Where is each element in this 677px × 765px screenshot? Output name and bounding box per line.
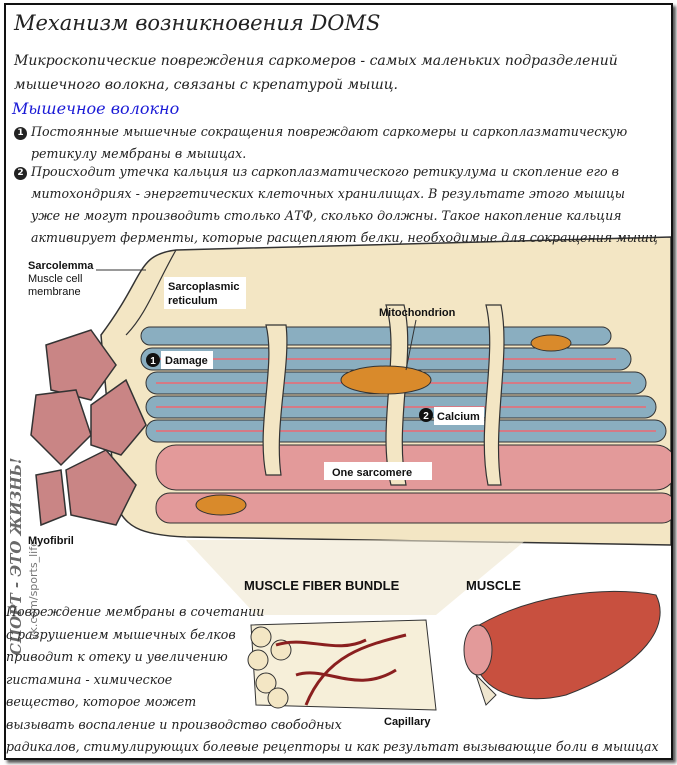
conclusion-line: приводит к отеку и увеличению: [6, 649, 228, 664]
watermark-line1: СПОРТ - ЭТО ЖИЗНЬ!: [7, 458, 25, 655]
capillary-label: Capillary: [384, 716, 431, 728]
mitochondria: [195, 334, 572, 516]
number-badge: 2: [14, 167, 27, 180]
conclusion-line: гистамина - химическое: [6, 671, 173, 687]
bundle-title: MUSCLE FIBER BUNDLE: [244, 578, 400, 593]
sarcoplasmic-reticulum: [262, 304, 505, 486]
item-line: 2 Происходит утечка кальция из саркоплазм…: [14, 161, 671, 183]
item-line: 1 Постоянные мышечные сокращения поврежда…: [14, 121, 671, 143]
damage-label: Damage: [165, 355, 208, 367]
damage-box: [161, 351, 213, 369]
section-subtitle: Мышечное волокно: [12, 99, 180, 118]
reticulum-label: reticulum: [168, 295, 218, 307]
sarcomere-box: [324, 462, 432, 480]
number-badge: 1: [14, 127, 27, 140]
muscle-cell-label: Muscle cell: [28, 273, 82, 285]
item-line: активирует ферменты, которые расщепляют …: [31, 230, 658, 245]
myofibril-label: Myofibril: [28, 535, 74, 547]
membrane-fold: [125, 249, 177, 336]
conclusion-line: вещество, которое может: [6, 694, 197, 709]
item-line: ретикулу мембраны в мышцах.: [31, 146, 247, 161]
calcium-marker: [419, 408, 433, 422]
sarcolemma-label: Sarcolemma: [28, 260, 94, 272]
calcium-label: Calcium: [437, 411, 480, 423]
muscle-illustration: [463, 590, 661, 706]
myofibril-end-faces: [30, 329, 147, 527]
item-text: Постоянные мышечные сокращения повреждаю…: [31, 124, 628, 139]
intro-line: мышечного волокна, связаны с крепатурой …: [14, 77, 398, 93]
calcium-box: [434, 407, 484, 425]
muscle-diagram: 1 Damage 2 Calcium One sarcomere Sarcole…: [28, 236, 671, 728]
zoom-cone: [186, 540, 526, 615]
conclusion-line: вызывать воспаление и производство свобо…: [6, 716, 342, 732]
watermark: СПОРТ - ЭТО ЖИЗНЬ! vk.com/sports_life: [7, 458, 40, 655]
conclusion-text: Повреждение мембраны в сочетании с разру…: [6, 601, 671, 758]
conclusion-line: радикалов, стимулирующих болевые рецепто…: [6, 739, 659, 754]
conclusion-line: Повреждение мембраны в сочетании: [6, 604, 265, 619]
sarcoplasmic-label: Sarcoplasmic: [168, 281, 240, 293]
item-line: уже не могут производить столько АТФ, ск…: [31, 208, 622, 223]
membrane-label: membrane: [28, 286, 81, 298]
muscle-title: MUSCLE: [466, 578, 521, 593]
list-item: 1 Постоянные мышечные сокращения поврежда…: [14, 121, 671, 165]
conclusion-line: с разрушением мышечных белков: [6, 626, 236, 642]
list-item: 2 Происходит утечка кальция из саркоплазм…: [14, 161, 671, 249]
fiber-bundle: [247, 619, 437, 711]
calcium-number: 2: [423, 411, 429, 422]
item-line: митохондриях - энергетических клеточных …: [31, 186, 626, 201]
infographic-frame: 1 Damage 2 Calcium One sarcomere Sarcole…: [4, 3, 673, 760]
damage-number: 1: [150, 356, 156, 367]
watermark-line2: vk.com/sports_life: [27, 540, 40, 640]
sr-box: [164, 277, 246, 309]
sarcomere-label: One sarcomere: [332, 467, 412, 479]
page-title: Механизм возникновения DOMS: [14, 11, 381, 35]
intro-line: Микроскопические повреждения саркомеров …: [14, 53, 618, 69]
damage-marker: [146, 353, 160, 367]
mitochondrion-label: Mitochondrion: [379, 307, 456, 319]
item-text: Происходит утечка кальция из саркоплазма…: [31, 164, 619, 179]
intro-text: Микроскопические повреждения саркомеров …: [14, 49, 664, 97]
